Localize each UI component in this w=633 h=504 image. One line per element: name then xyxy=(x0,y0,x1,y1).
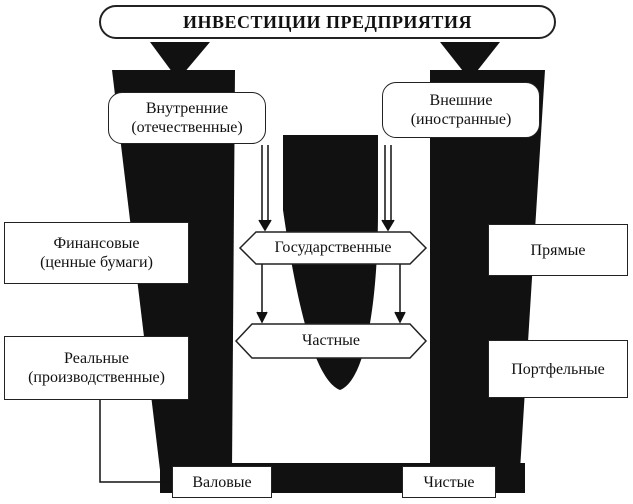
state-investments-label: Государственные xyxy=(274,239,392,256)
financial-investments-box: Финансовые (ценные бумаги) xyxy=(4,222,189,284)
internal-label: Внутренние xyxy=(145,100,229,117)
financial-label: Финансовые xyxy=(53,235,140,252)
private-hexagon xyxy=(234,323,428,359)
title-pointer-right xyxy=(440,42,500,80)
real-label: Реальные xyxy=(64,350,129,367)
gross-investments-box: Валовые xyxy=(172,466,272,498)
state-hexagon xyxy=(238,231,428,265)
real-sublabel: (производственные) xyxy=(28,369,165,386)
flow-arrows xyxy=(99,145,406,483)
external-sublabel: (иностранные) xyxy=(410,111,512,128)
title-banner xyxy=(99,5,556,39)
diagram-title: ИНВЕСТИЦИИ ПРЕДПРИЯТИЯ xyxy=(183,11,472,32)
internal-investments-box: Внутренние (отечественные) xyxy=(108,92,266,144)
portfolio-investments-box: Портфельные xyxy=(488,340,628,398)
title-pointer-left xyxy=(150,42,210,80)
real-investments-box: Реальные (производственные) xyxy=(4,336,189,400)
financial-sublabel: (ценные бумаги) xyxy=(40,254,153,271)
external-investments-box: Внешние (иностранные) xyxy=(382,82,540,138)
net-investments-box: Чистые xyxy=(402,466,496,498)
internal-sublabel: (отечественные) xyxy=(131,119,243,136)
external-label: Внешние xyxy=(429,92,493,109)
private-investments-label: Частные xyxy=(301,332,360,349)
direct-investments-box: Прямые xyxy=(488,224,628,276)
